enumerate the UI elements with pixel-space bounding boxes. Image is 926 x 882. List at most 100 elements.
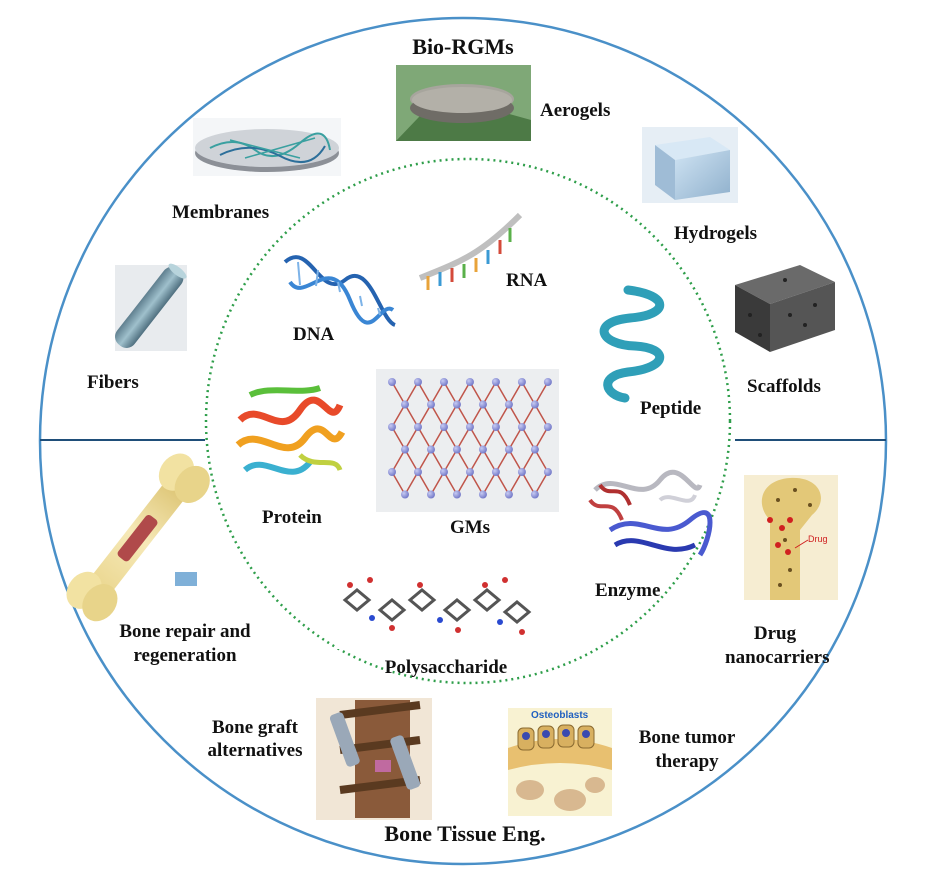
label-bone-tumor: Bone tumor therapy: [638, 727, 736, 772]
graphene-node: [491, 423, 500, 431]
graphene-node: [491, 468, 500, 476]
polysaccharide-image: [335, 567, 548, 649]
label-bone-graft: Bone graft alternatives: [207, 717, 303, 761]
graphene-bond: [534, 426, 549, 450]
label-polysaccharide: Polysaccharide: [384, 657, 508, 678]
graphene-bond: [482, 404, 497, 428]
graphene-bond: [443, 471, 458, 495]
graphene-bond: [495, 449, 510, 473]
enzyme-image: [588, 469, 713, 557]
graphene-bond: [469, 471, 484, 495]
graphene-bond: [391, 426, 406, 450]
graphene-node: [452, 400, 461, 409]
graphene-node: [439, 378, 448, 386]
graphene-bond: [417, 404, 432, 428]
graphene-node: [452, 490, 461, 499]
inner-ring: [204, 157, 732, 685]
graphene-bond: [469, 404, 484, 428]
graphene-bond: [534, 449, 549, 473]
label-dna: DNA: [293, 324, 335, 345]
label-peptide: Peptide: [640, 398, 702, 419]
graphene-node: [413, 468, 422, 476]
graphene-bond: [534, 471, 549, 495]
scaffold-image: [735, 265, 835, 352]
graphene-node: [388, 378, 396, 386]
graphene-bond: [508, 381, 523, 405]
graphene-bond: [456, 404, 471, 428]
graphene-bond: [456, 471, 471, 495]
graphene-bond: [404, 381, 419, 405]
graphene-bond: [430, 471, 445, 495]
graphene-bond: [456, 426, 471, 450]
graphene-node: [530, 490, 539, 499]
bone-graft-image: [316, 698, 432, 820]
graphene-node: [465, 468, 474, 476]
graphene-bond: [391, 471, 406, 495]
graphene-node: [504, 490, 513, 499]
graphene-node: [439, 423, 448, 431]
membrane-image: [193, 118, 341, 176]
graphene-node: [388, 423, 396, 431]
label-membranes: Membranes: [172, 202, 270, 223]
graphene-bond: [417, 426, 432, 450]
label-drug-nanocarriers: Drug nanocarriers: [725, 623, 830, 668]
title-bone-tissue-eng: Bone Tissue Eng.: [384, 821, 546, 846]
rna-image: [418, 212, 523, 290]
graphene-node: [517, 423, 526, 431]
graphene-bond: [443, 449, 458, 473]
graphene-node: [465, 423, 474, 431]
graphene-node: [530, 445, 539, 454]
graphene-node: [465, 378, 474, 386]
graphene-bond: [521, 449, 536, 473]
graphene-bond: [430, 381, 445, 405]
graphene-node: [388, 468, 396, 476]
graphene-bond: [417, 449, 432, 473]
protein-image: [226, 383, 350, 493]
graphene-bond: [404, 426, 419, 450]
graphene-node: [517, 378, 526, 386]
graphene-bond: [430, 426, 445, 450]
graphene-node: [452, 445, 461, 454]
graphene-node: [504, 445, 513, 454]
graphene-bond: [534, 404, 549, 428]
graphene-bond: [508, 426, 523, 450]
graphene-bond: [508, 449, 523, 473]
label-rna: RNA: [506, 270, 548, 291]
graphene-image: [376, 369, 559, 512]
graphene-node: [543, 423, 552, 431]
graphene-bond: [521, 381, 536, 405]
graphene-bond: [469, 426, 484, 450]
graphene-bond: [469, 381, 484, 405]
bone-repair-image: [66, 453, 210, 622]
label-hydrogels: Hydrogels: [674, 223, 758, 244]
aerogel-image: [396, 65, 531, 141]
graphene-bond: [430, 449, 445, 473]
graphene-bond: [534, 381, 549, 405]
graphene-bond: [495, 471, 510, 495]
graphene-bond: [482, 426, 497, 450]
graphene-node: [400, 490, 409, 499]
graphene-node: [478, 490, 487, 499]
label-gms: GMs: [449, 517, 491, 538]
graphene-node: [439, 468, 448, 476]
graphene-bond: [521, 471, 536, 495]
graphene-bond: [404, 404, 419, 428]
label-aerogels: Aerogels: [540, 100, 611, 121]
graphene-node: [530, 400, 539, 409]
graphene-node: [426, 400, 435, 409]
label-scaffolds: Scaffolds: [747, 376, 821, 397]
graphene-bond: [417, 471, 432, 495]
title-bio-rgms: Bio-RGMs: [412, 34, 514, 59]
bone-tumor-image: [508, 708, 612, 816]
graphene-bond: [443, 426, 458, 450]
graphene-bond: [404, 449, 419, 473]
graphene-node: [478, 445, 487, 454]
graphene-node: [400, 445, 409, 454]
label-fibers: Fibers: [87, 372, 139, 393]
graphene-node: [543, 378, 552, 386]
graphene-bond: [495, 381, 510, 405]
graphene-bond: [417, 381, 432, 405]
graphene-bond: [456, 381, 471, 405]
